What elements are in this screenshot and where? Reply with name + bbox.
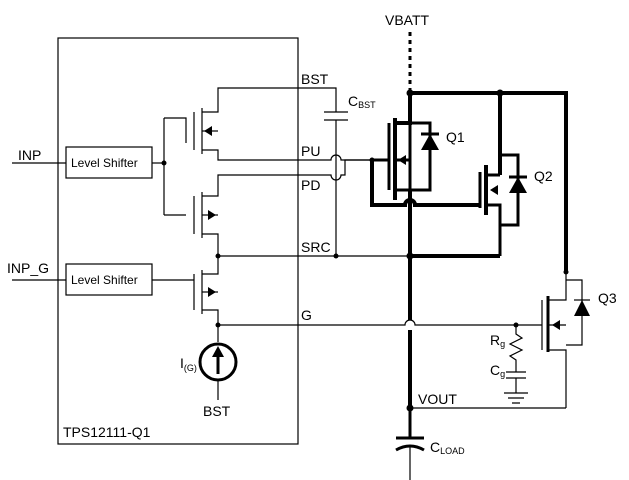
ic-name: TPS12111-Q1 <box>63 424 151 440</box>
q3-arrow <box>552 320 560 330</box>
g-driver-arrow <box>208 287 216 297</box>
level-shifter-1-label: Level Shifter <box>71 156 138 170</box>
g-wire <box>218 319 542 326</box>
q2-channel <box>486 173 502 256</box>
g-driver-gate <box>152 270 203 314</box>
cbst-capacitor <box>298 87 348 256</box>
q3-label: Q3 <box>598 290 617 306</box>
q3-channel <box>548 272 567 408</box>
rg-resistor <box>508 325 524 372</box>
pin-bst: BST <box>301 71 329 87</box>
pu-driver-gate <box>193 108 203 154</box>
pu-wire <box>298 154 372 161</box>
q1-arrow <box>398 155 406 165</box>
current-source-supply: BST <box>203 403 231 419</box>
q1-drain <box>393 93 412 200</box>
q1-diode-loop <box>410 121 432 192</box>
q2-label: Q2 <box>534 168 553 184</box>
pin-g: G <box>301 307 312 323</box>
inp-g-label: INP_G <box>7 260 49 276</box>
ground-icon <box>504 392 528 404</box>
pin-pd: PD <box>301 177 320 193</box>
q3-drain-node <box>563 269 569 275</box>
cg-label: Cg <box>490 362 505 379</box>
pin-src: SRC <box>301 239 331 255</box>
inp-label: INP <box>18 147 41 163</box>
q2-diode <box>509 177 527 193</box>
gate-bus <box>370 160 480 207</box>
q3-diode <box>574 300 590 316</box>
current-source-label: I(G) <box>180 355 197 373</box>
cload-label: CLOAD <box>430 439 465 456</box>
ic-outline <box>57 37 299 445</box>
cbst-src-node <box>333 253 339 259</box>
pd-driver-arrow <box>208 210 216 220</box>
pd-wire <box>298 159 372 181</box>
q1-channel <box>395 93 412 192</box>
current-source-arrow-head <box>212 346 224 357</box>
q2-arrow <box>490 185 498 195</box>
driver-gate-wires <box>163 117 187 216</box>
q2-drain-node <box>496 89 504 97</box>
pd-driver-gate <box>193 192 203 238</box>
pu-driver-arrow <box>204 126 212 136</box>
cbst-label: CBST <box>348 93 376 110</box>
vout-label: VOUT <box>418 391 457 407</box>
q1-label: Q1 <box>446 129 465 145</box>
q1-diode <box>421 134 439 150</box>
pd-driver-wires <box>202 174 298 256</box>
pu-driver-wires <box>202 87 298 161</box>
rg-label: Rg <box>490 332 505 349</box>
level-shifter-2-label: Level Shifter <box>71 273 138 287</box>
g-driver-wires <box>202 256 219 325</box>
pin-pu: PU <box>301 143 320 159</box>
cload-top-plate <box>396 408 424 440</box>
cg-capacitor <box>506 371 526 393</box>
vbatt-label: VBATT <box>385 12 430 28</box>
